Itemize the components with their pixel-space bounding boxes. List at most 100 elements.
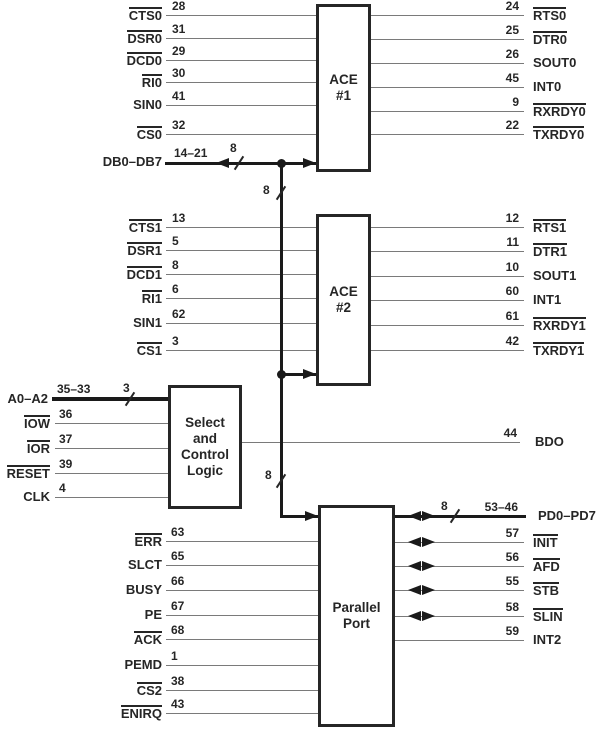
pin-pemd: 1: [171, 649, 178, 663]
signal-pe: PE: [144, 607, 162, 622]
block-parallel-label2: Port: [343, 616, 370, 631]
wire-sin1: [166, 323, 316, 324]
pin-cts0: 28: [172, 0, 186, 13]
wire-dcd0: [166, 60, 316, 61]
bidir-arrow-init-left-icon: [408, 537, 421, 547]
block-ace1-label: ACE: [329, 72, 358, 87]
wire-clk: [55, 497, 168, 498]
wire-enirq: [166, 713, 318, 714]
pin-slct: 65: [171, 549, 185, 563]
wire-dtr0: [371, 39, 524, 40]
wire-stb: [395, 590, 524, 591]
signal-iow: IOW: [24, 415, 50, 431]
pin-sout1: 10: [505, 260, 519, 274]
bus-width-label-internal-upper: 8: [263, 183, 270, 197]
block-ace2: ACE #2: [316, 214, 371, 386]
signal-slct: SLCT: [128, 557, 162, 572]
bidir-arrow-init-right-icon: [422, 537, 435, 547]
wire-reset: [55, 473, 168, 474]
signal-afd: AFD: [533, 558, 560, 574]
pin-busy: 66: [171, 574, 185, 588]
bidir-arrow-slin-left-icon: [408, 611, 421, 621]
block-select-label-1: Select: [185, 415, 225, 430]
block-select-label-2: and: [192, 431, 217, 446]
pin-dcd1: 8: [172, 258, 179, 272]
arrow-into-parallel-icon: [305, 511, 318, 521]
signal-busy: BUSY: [125, 582, 162, 597]
arrow-into-ace1-icon: [303, 158, 316, 168]
bus-pins-address: 35–33: [57, 382, 91, 396]
bidir-arrow-slin-right-icon: [422, 611, 435, 621]
bus-branch-parallel: [280, 515, 318, 518]
pin-int0: 45: [505, 71, 519, 85]
signal-dtr0: DTR0: [533, 31, 567, 47]
pin-stb: 55: [505, 574, 519, 588]
wire-ior: [55, 448, 168, 449]
wire-int1: [371, 300, 524, 301]
junction-dot-db: [277, 159, 286, 168]
bus-internal-vertical: [280, 162, 283, 518]
pin-ior: 37: [59, 432, 73, 446]
wire-cts0: [166, 15, 316, 16]
pin-dsr0: 31: [172, 22, 186, 36]
bus-width-label-db: 8: [230, 141, 237, 155]
signal-bdo: BDO: [535, 434, 564, 449]
signal-dsr0: DSR0: [127, 30, 162, 46]
signal-sin0: SIN0: [133, 97, 162, 112]
signal-rts0: RTS0: [533, 7, 567, 23]
pin-ack: 68: [171, 623, 185, 637]
pin-iow: 36: [59, 407, 73, 421]
pin-txrdy1: 42: [505, 334, 519, 348]
wire-txrdy0: [371, 134, 524, 135]
junction-dot-ace2: [277, 370, 286, 379]
wire-busy: [166, 590, 318, 591]
signal-stb: STB: [533, 582, 559, 598]
wire-init: [395, 542, 524, 543]
wire-iow: [55, 423, 168, 424]
bus-pins-db: 14–21: [174, 146, 208, 160]
bus-address: [52, 397, 168, 401]
pin-ri1: 6: [172, 282, 179, 296]
block-ace2-label: ACE: [329, 284, 358, 299]
pin-rts0: 24: [505, 0, 519, 13]
pin-afd: 56: [505, 550, 519, 564]
pin-dtr0: 25: [505, 23, 519, 37]
signal-int2: INT2: [533, 632, 562, 647]
pin-int2: 59: [505, 624, 519, 638]
signal-enirq: ENIRQ: [120, 705, 162, 721]
wire-int2: [395, 640, 524, 641]
pin-ri0: 30: [172, 66, 186, 80]
pin-sout0: 26: [505, 47, 519, 61]
signal-pemd: PEMD: [124, 657, 162, 672]
bidir-arrow-afd-left-icon: [408, 561, 421, 571]
block-parallel-port: Parallel Port: [318, 505, 395, 727]
pin-txrdy0: 22: [505, 118, 519, 132]
signal-dtr1: DTR1: [533, 243, 567, 259]
pin-reset: 39: [59, 457, 73, 471]
bus-branch-ace2: [280, 373, 316, 376]
signal-dsr1: DSR1: [127, 242, 162, 258]
pin-sin0: 41: [172, 89, 186, 103]
pin-cs0: 32: [172, 118, 186, 132]
signal-ior: IOR: [26, 440, 50, 456]
signal-int1: INT1: [533, 292, 562, 307]
bus-db: [165, 162, 316, 165]
arrow-into-ace2-icon: [303, 369, 316, 379]
signal-ri0: RI0: [141, 74, 162, 90]
wire-sin0: [166, 105, 316, 106]
wire-slct: [166, 565, 318, 566]
block-select-label-4: Logic: [187, 463, 223, 478]
wire-dsr1: [166, 250, 316, 251]
pin-rxrdy1: 61: [505, 309, 519, 323]
arrow-db-out-icon: [216, 158, 229, 168]
signal-sout1: SOUT1: [533, 268, 577, 283]
pin-cs2: 38: [171, 674, 185, 688]
wire-cs2: [166, 690, 318, 691]
wire-txrdy1: [371, 350, 524, 351]
bus-pd: [395, 515, 526, 518]
pin-bdo: 44: [503, 426, 517, 440]
signal-dcd1: DCD1: [126, 266, 162, 282]
signal-txrdy0: TXRDY0: [533, 126, 585, 142]
wire-rts0: [371, 15, 524, 16]
wire-sout0: [371, 63, 524, 64]
